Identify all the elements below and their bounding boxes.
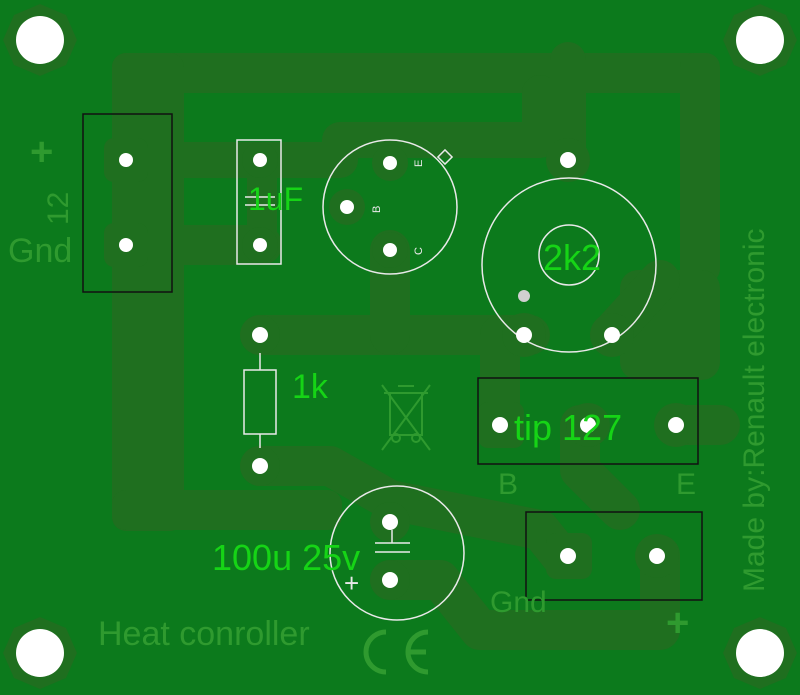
potentiometer-outline <box>481 177 657 353</box>
power-transistor-label: tip 127 <box>514 407 622 448</box>
pin-c-label: C <box>413 247 425 255</box>
capacitor-small-label: 1uF <box>248 181 303 217</box>
power-gnd-label: Gnd <box>8 232 72 270</box>
credit-text: Made by:Renault electronic <box>738 228 771 592</box>
output-connector-outline <box>525 511 703 601</box>
transistor-pin-labels: E B C <box>371 160 425 255</box>
power-transistor-outline <box>477 377 699 465</box>
board-title: Heat conroller <box>98 615 310 653</box>
mounting-hole-icon <box>3 4 77 76</box>
component-labels: 1uF 2k2 1k tip 127 100u 25v <box>212 181 622 578</box>
pin-e-label: E <box>413 160 425 167</box>
transistor-e-label: E <box>676 468 696 501</box>
output-plus-label: + <box>666 601 689 645</box>
drill-holes <box>119 152 684 588</box>
output-gnd-label: Gnd <box>490 586 547 619</box>
potentiometer-label: 2k2 <box>543 237 601 278</box>
pin-b-label: B <box>371 206 383 213</box>
weee-crossed-bin-icon <box>381 384 431 451</box>
transistor-small-outline <box>322 139 458 275</box>
power-voltage-label: 12 <box>42 192 75 225</box>
mounting-hole-icon <box>3 617 77 689</box>
electrolytic-polarity-label: + <box>344 568 359 598</box>
component-outlines <box>82 113 703 621</box>
electrolytic-label: 100u 25v <box>212 537 360 578</box>
electrolytic-outline <box>329 485 465 621</box>
resistor-label: 1k <box>292 368 329 406</box>
capacitor-small-outline <box>236 139 282 265</box>
mounting-hole-icon <box>723 617 797 689</box>
mounting-hole-icon <box>723 4 797 76</box>
silkscreen-text: + 12 Gnd Heat conroller Made by:Renault … <box>8 130 771 653</box>
transistor-b-label: B <box>498 468 518 501</box>
ce-mark-icon <box>363 629 429 675</box>
mounting-holes <box>3 4 797 689</box>
power-connector-outline <box>82 113 173 293</box>
power-plus-label: + <box>30 130 53 174</box>
